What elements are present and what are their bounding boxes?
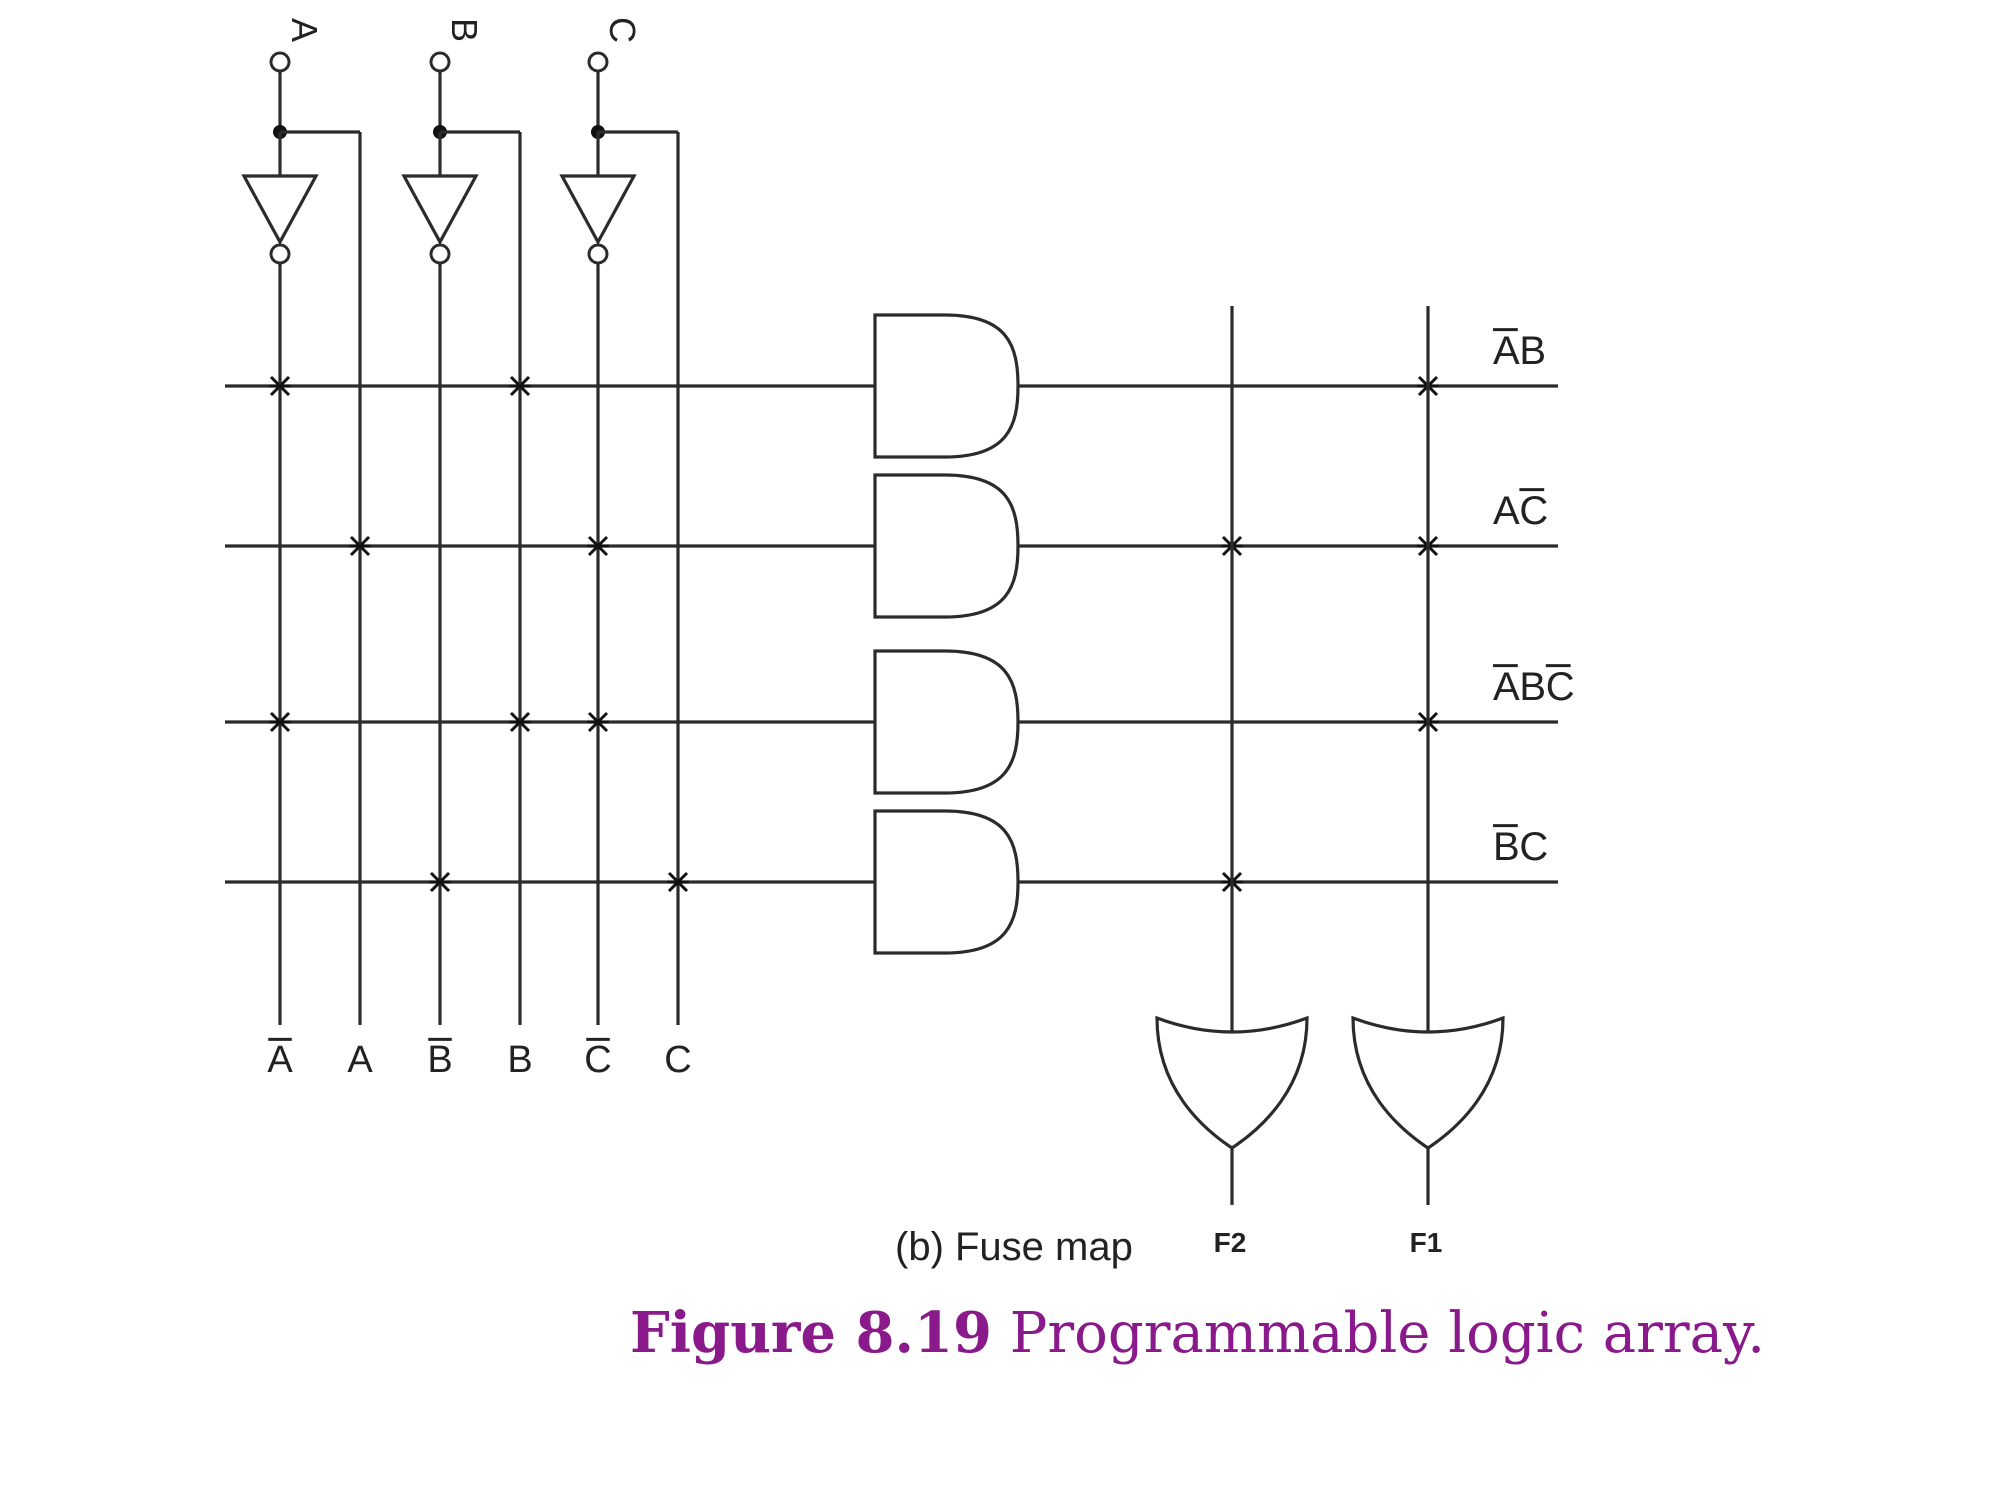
product-label-1-part-1: A: [1493, 329, 1520, 373]
product-label-1-part-2: B: [1519, 329, 1546, 373]
column-label-c: C: [664, 1039, 691, 1081]
inverter-c: [559, 174, 637, 246]
product-label-4-part-2: C: [1519, 825, 1548, 869]
input-terminal-a: [269, 51, 291, 73]
and-gate-1: [873, 313, 1020, 459]
and-fuse-1-4: [509, 375, 531, 397]
column-label-not-b: B: [427, 1039, 452, 1081]
product-label-4-part-1: B: [1493, 825, 1520, 869]
output-label-f1: F1: [1410, 1227, 1443, 1258]
input-label-a: A: [284, 18, 325, 42]
product-label-3-part-1: A: [1493, 665, 1520, 709]
product-label-3-part-2: B: [1519, 665, 1546, 709]
and-fuse-3-5: [587, 711, 609, 733]
column-label-b: B: [507, 1039, 532, 1081]
subcaption-fuse-map: (b) Fuse map: [895, 1225, 1133, 1269]
product-label-2-part-1: A: [1493, 489, 1520, 533]
and-fuse-3-4: [509, 711, 531, 733]
and-fuse-4-3: [429, 871, 451, 893]
column-label-a: A: [347, 1039, 373, 1081]
product-label-2-part-2: C: [1519, 489, 1548, 533]
figure-caption: Figure 8.19 Programmable logic array.: [630, 1300, 1765, 1366]
and-fuse-2-2: [349, 535, 371, 557]
input-label-b: B: [444, 18, 485, 42]
output-label-f2: F2: [1214, 1227, 1247, 1258]
and-gate-3: [873, 649, 1020, 795]
inverter-bubble-b: [429, 243, 451, 265]
figure-number: Figure 8.19: [630, 1300, 992, 1366]
product-label-3-part-3: C: [1546, 665, 1575, 709]
inverter-a: [241, 174, 319, 246]
and-fuse-3-1: [269, 711, 291, 733]
column-label-not-c: C: [584, 1039, 611, 1081]
inverter-bubble-c: [587, 243, 609, 265]
and-fuse-1-1: [269, 375, 291, 397]
input-label-c: C: [602, 17, 643, 43]
and-fuse-4-6: [667, 871, 689, 893]
and-gate-4: [873, 809, 1020, 955]
column-label-not-a: A: [267, 1039, 293, 1081]
input-terminal-c: [587, 51, 609, 73]
inverter-b: [401, 174, 479, 246]
figure-title: Programmable logic array.: [1009, 1301, 1766, 1366]
and-gate-2: [873, 473, 1020, 619]
or-gate-f1: [1351, 1015, 1505, 1150]
or-gate-f2: [1155, 1015, 1309, 1150]
and-fuse-2-5: [587, 535, 609, 557]
inverter-bubble-a: [269, 243, 291, 265]
input-terminal-b: [429, 51, 451, 73]
